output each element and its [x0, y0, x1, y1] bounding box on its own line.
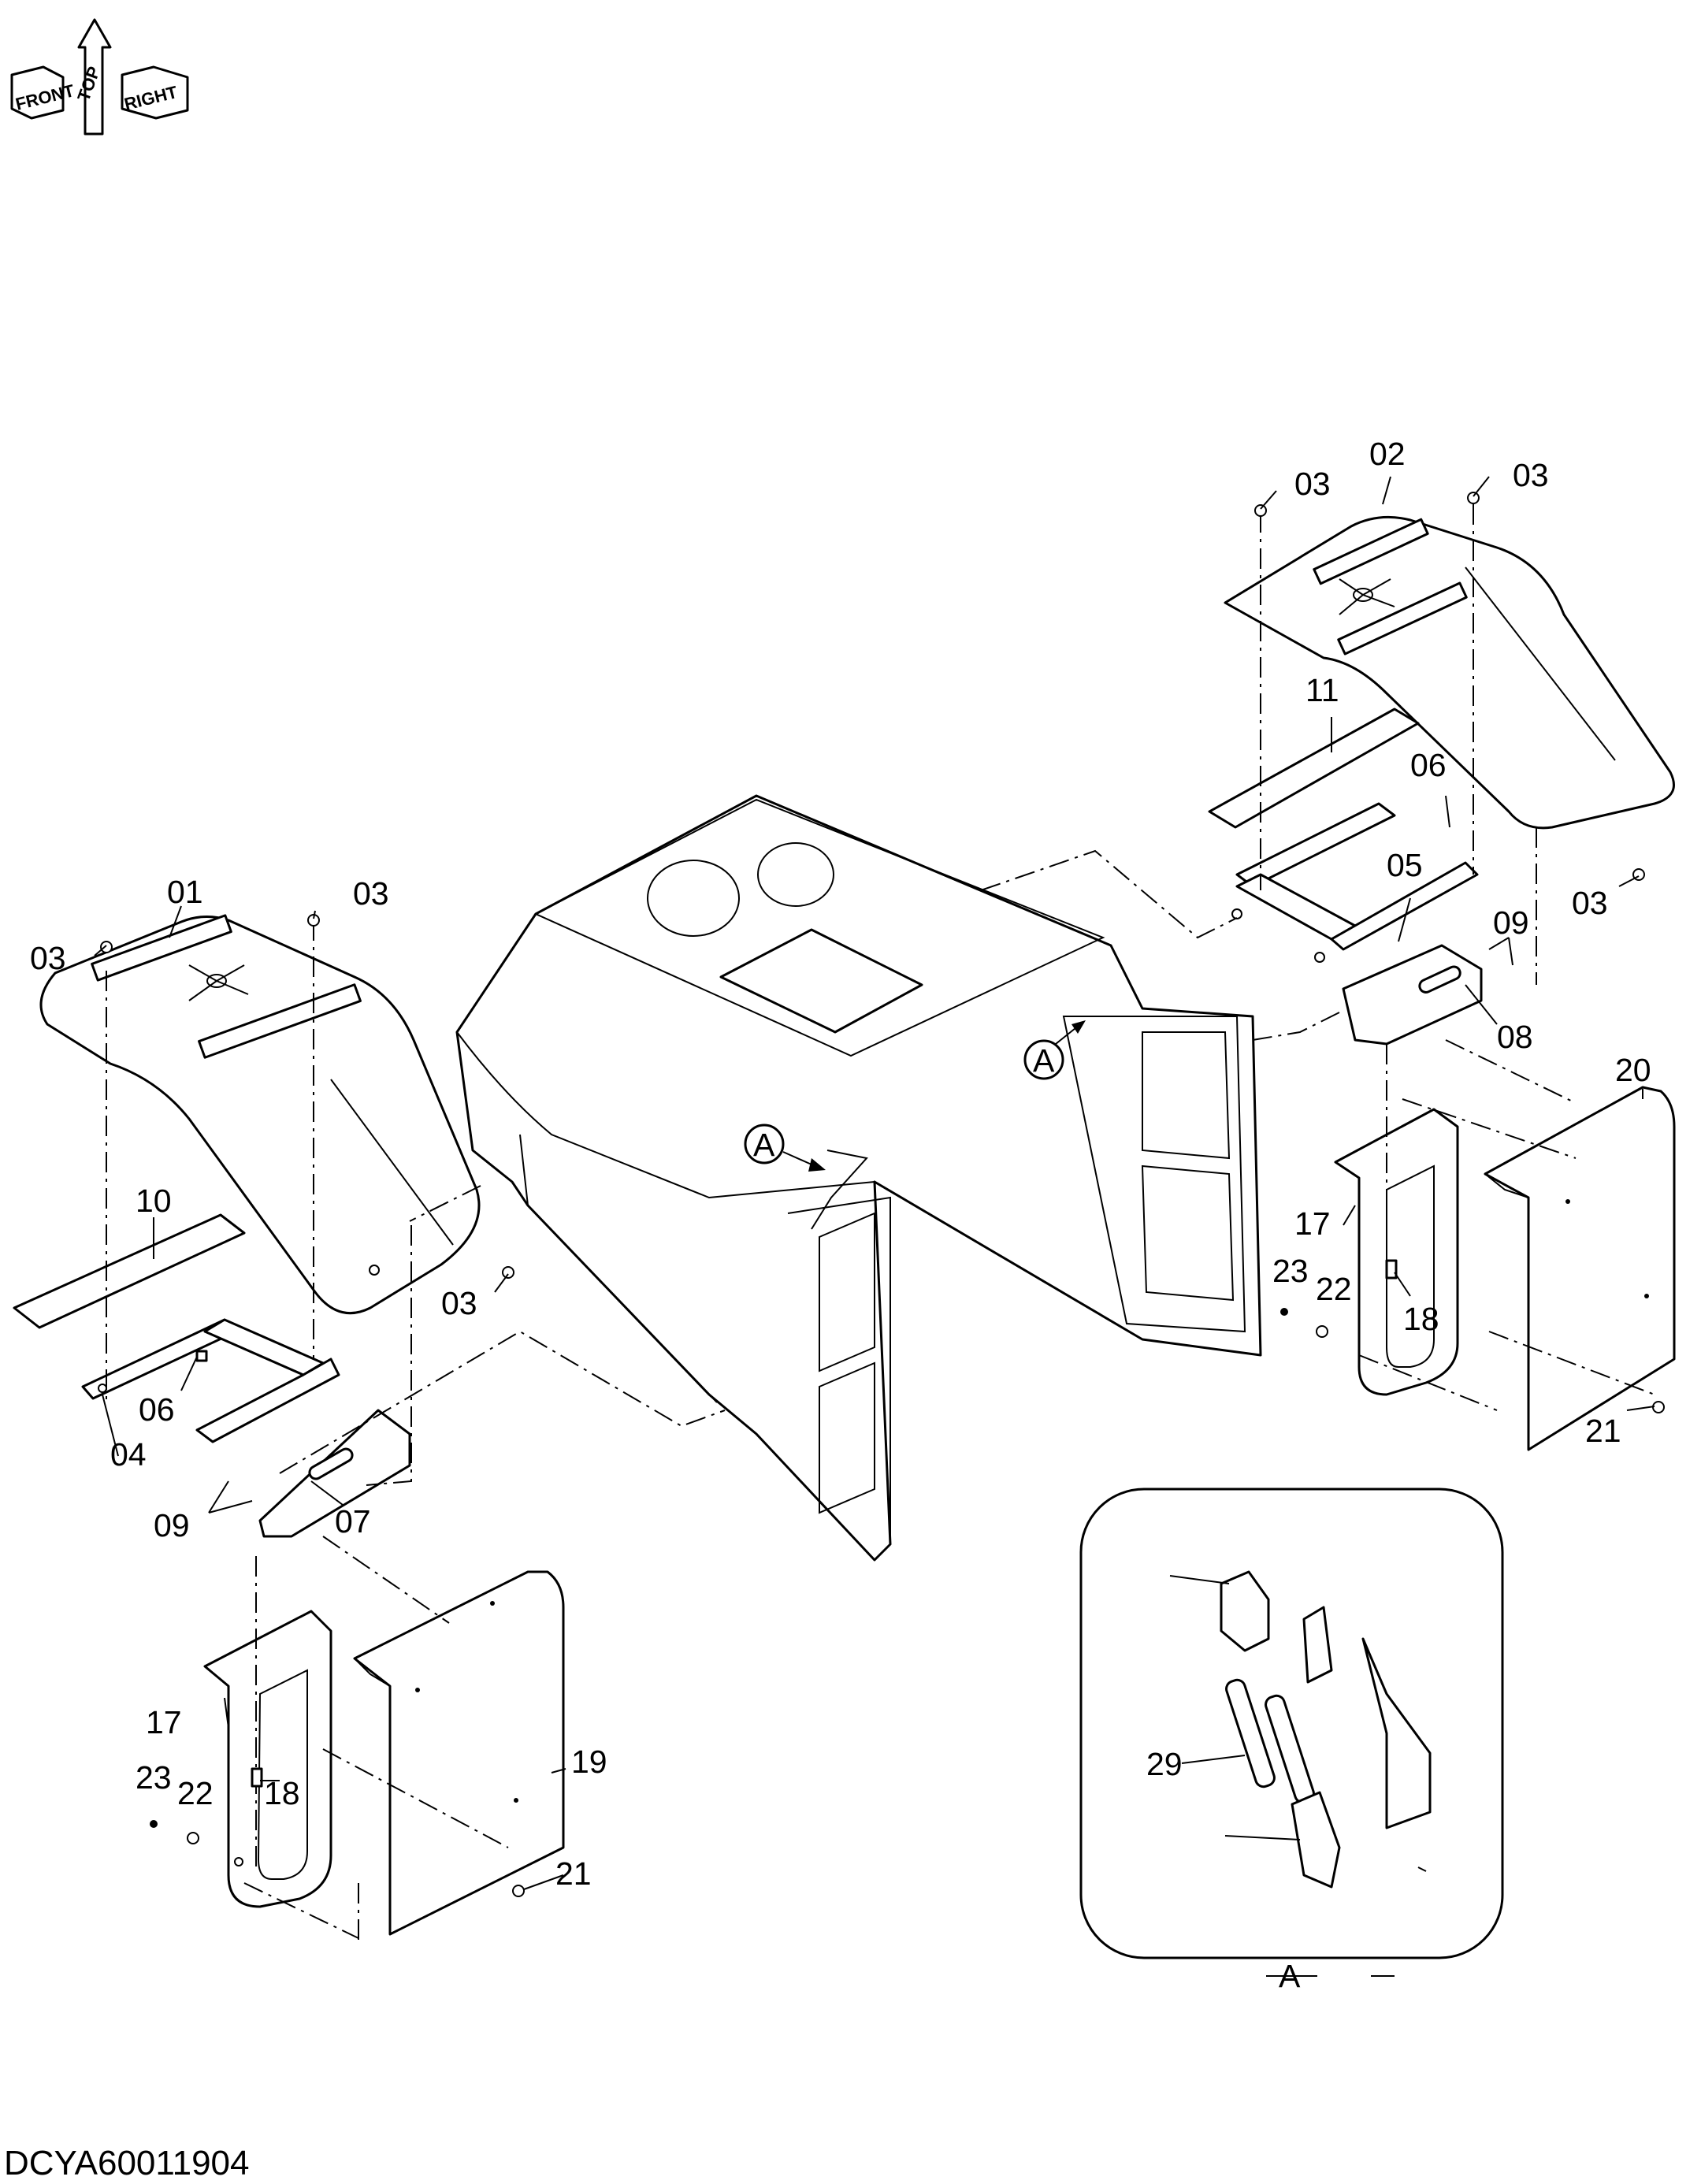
callout-17: 17: [146, 1704, 182, 1740]
callout-05: 05: [1387, 847, 1423, 883]
callout-08: 08: [1497, 1019, 1533, 1055]
left-hinge-bracket: [258, 1409, 411, 1538]
detail-marker-label: A: [1033, 1042, 1055, 1079]
callout-17: 17: [1294, 1205, 1331, 1242]
callout-18: 18: [264, 1775, 300, 1811]
left-bracket: [81, 1318, 340, 1443]
callout-01: 01: [167, 874, 203, 910]
callout-03: 03: [441, 1285, 477, 1321]
detail-markers: A A A: [744, 1020, 1301, 1994]
callout-09: 09: [1493, 904, 1529, 941]
callout-18: 18: [1403, 1301, 1439, 1337]
detail-marker-label: A: [753, 1127, 775, 1163]
callout-03: 03: [1513, 457, 1549, 493]
callout-09: 09: [154, 1507, 190, 1543]
callout-03: 03: [30, 940, 66, 976]
callout-07: 07: [335, 1503, 371, 1540]
callout-29: 29: [1146, 1746, 1183, 1782]
callout-03: 03: [1572, 885, 1608, 921]
callout-06: 06: [139, 1391, 175, 1428]
leader-lines: [94, 476, 1655, 1977]
left-mat: [13, 1213, 246, 1329]
callout-20: 20: [1615, 1052, 1651, 1088]
right-stay: [1334, 1108, 1459, 1396]
right-hinge-bracket: [1342, 944, 1483, 1046]
callout-23: 23: [136, 1759, 172, 1796]
hardware: [100, 492, 1665, 1897]
callout-labels: 01 02 03 03 03 03 03 03 04 05 06 06 07 0…: [30, 436, 1651, 1892]
detail-marker-circle: [1023, 1039, 1064, 1080]
callout-23: 23: [1272, 1253, 1309, 1289]
callout-02: 02: [1369, 436, 1406, 472]
callout-03: 03: [353, 875, 389, 912]
fan-symbol-icon: [188, 964, 249, 1001]
orientation-icon: FRONT TOP RIGHT: [10, 18, 189, 136]
callout-03: 03: [1294, 466, 1331, 502]
detail-a-title: A: [1279, 1958, 1301, 1994]
callout-10: 10: [136, 1183, 172, 1219]
callout-21: 21: [1585, 1413, 1621, 1449]
right-fender: [1224, 515, 1675, 830]
fan-symbol-icon: [1339, 578, 1395, 615]
detail-marker-circle: [744, 1124, 785, 1164]
right-bracket: [1231, 802, 1479, 963]
callout-22: 22: [1316, 1271, 1352, 1307]
drawing-code: DCYA60011904: [4, 2144, 249, 2182]
cab-frame: [455, 794, 1262, 1562]
callout-11: 11: [1305, 672, 1339, 708]
callout-06: 06: [1410, 747, 1447, 783]
detail-a-panel: [1079, 1488, 1504, 1959]
left-fender: [39, 914, 481, 1315]
callout-19: 19: [571, 1744, 607, 1780]
left-guard: [353, 1570, 565, 1936]
right-mat: [1208, 708, 1420, 829]
right-guard: [1484, 1086, 1676, 1451]
callout-21: 21: [555, 1855, 592, 1892]
assembly-lines: [106, 504, 1655, 1942]
callout-04: 04: [110, 1436, 147, 1473]
callout-22: 22: [177, 1775, 214, 1811]
left-stay: [203, 1610, 332, 1908]
